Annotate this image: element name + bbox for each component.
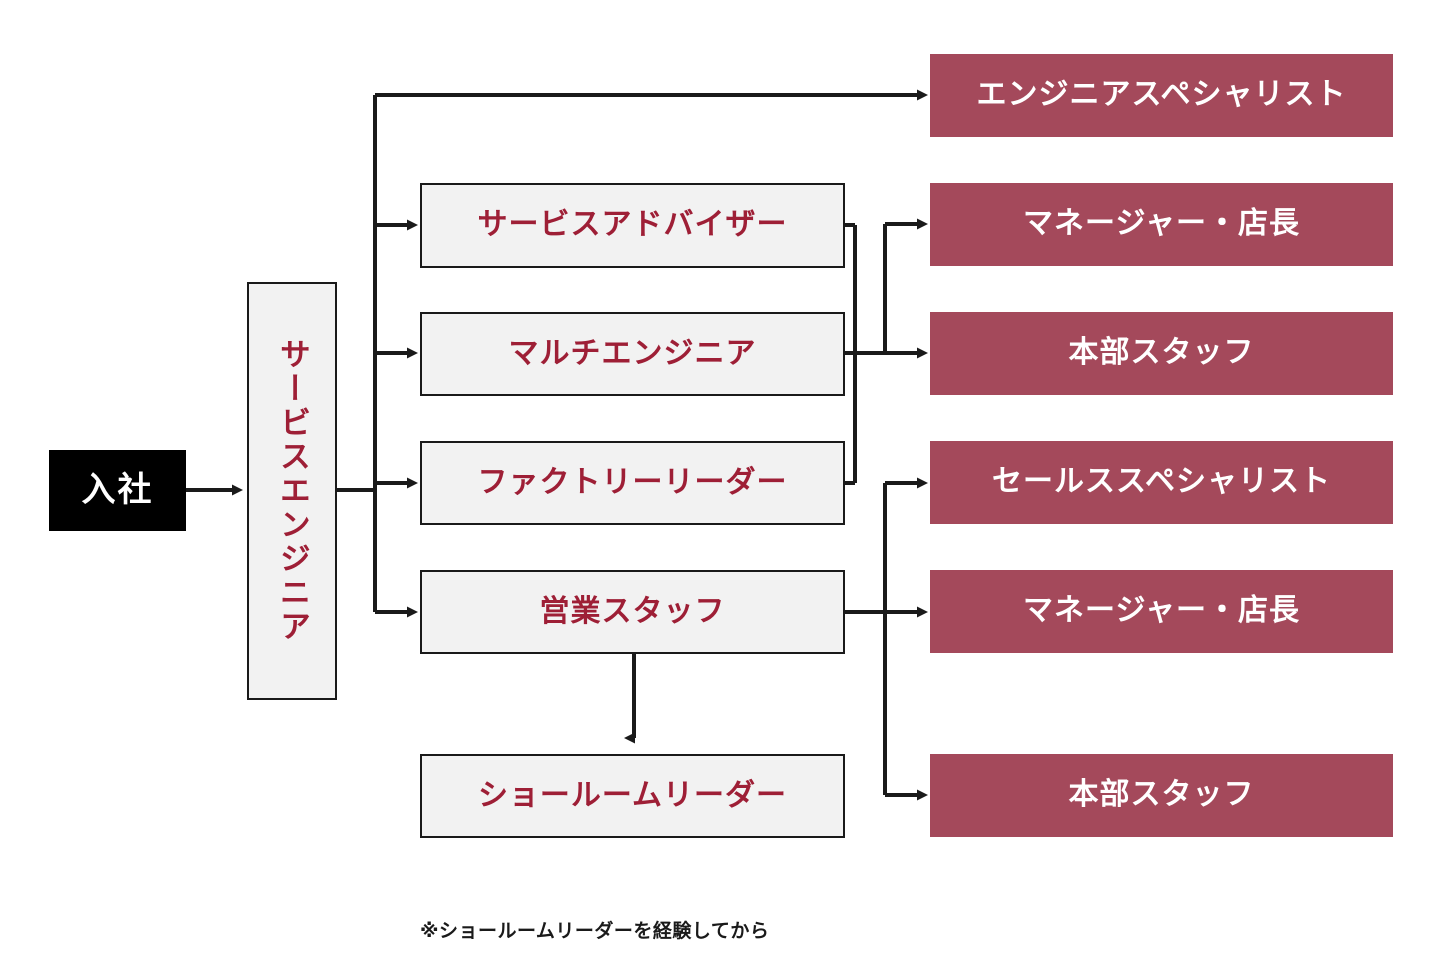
node-stage-sales-staff[interactable]: 営業スタッフ	[420, 570, 845, 654]
footnote: ※ショールームリーダーを経験してから マネージャー職等に就くスタッフもいます	[420, 858, 940, 972]
node-stage-factory-leader[interactable]: ファクトリーリーダー	[420, 441, 845, 525]
node-stage-service-engineer[interactable]: サービスエンジニア	[247, 282, 337, 700]
node-stage-showroom-leader[interactable]: ショールームリーダー	[420, 754, 845, 838]
node-goal-headquarters-staff-lower[interactable]: 本部スタッフ	[930, 754, 1393, 837]
footnote-line-1: ※ショールームリーダーを経験してから	[420, 920, 770, 942]
node-goal-manager-store-chief-lower[interactable]: マネージャー・店長	[930, 570, 1393, 653]
node-entry-nyusha[interactable]: 入社	[49, 450, 186, 531]
node-stage-multi-engineer[interactable]: マルチエンジニア	[420, 312, 845, 396]
node-goal-headquarters-staff-upper[interactable]: 本部スタッフ	[930, 312, 1393, 395]
node-goal-engineer-specialist[interactable]: エンジニアスペシャリスト	[930, 54, 1393, 137]
node-stage-service-advisor[interactable]: サービスアドバイザー	[420, 183, 845, 268]
node-goal-sales-specialist[interactable]: セールススペシャリスト	[930, 441, 1393, 524]
node-goal-manager-store-chief-upper[interactable]: マネージャー・店長	[930, 183, 1393, 266]
